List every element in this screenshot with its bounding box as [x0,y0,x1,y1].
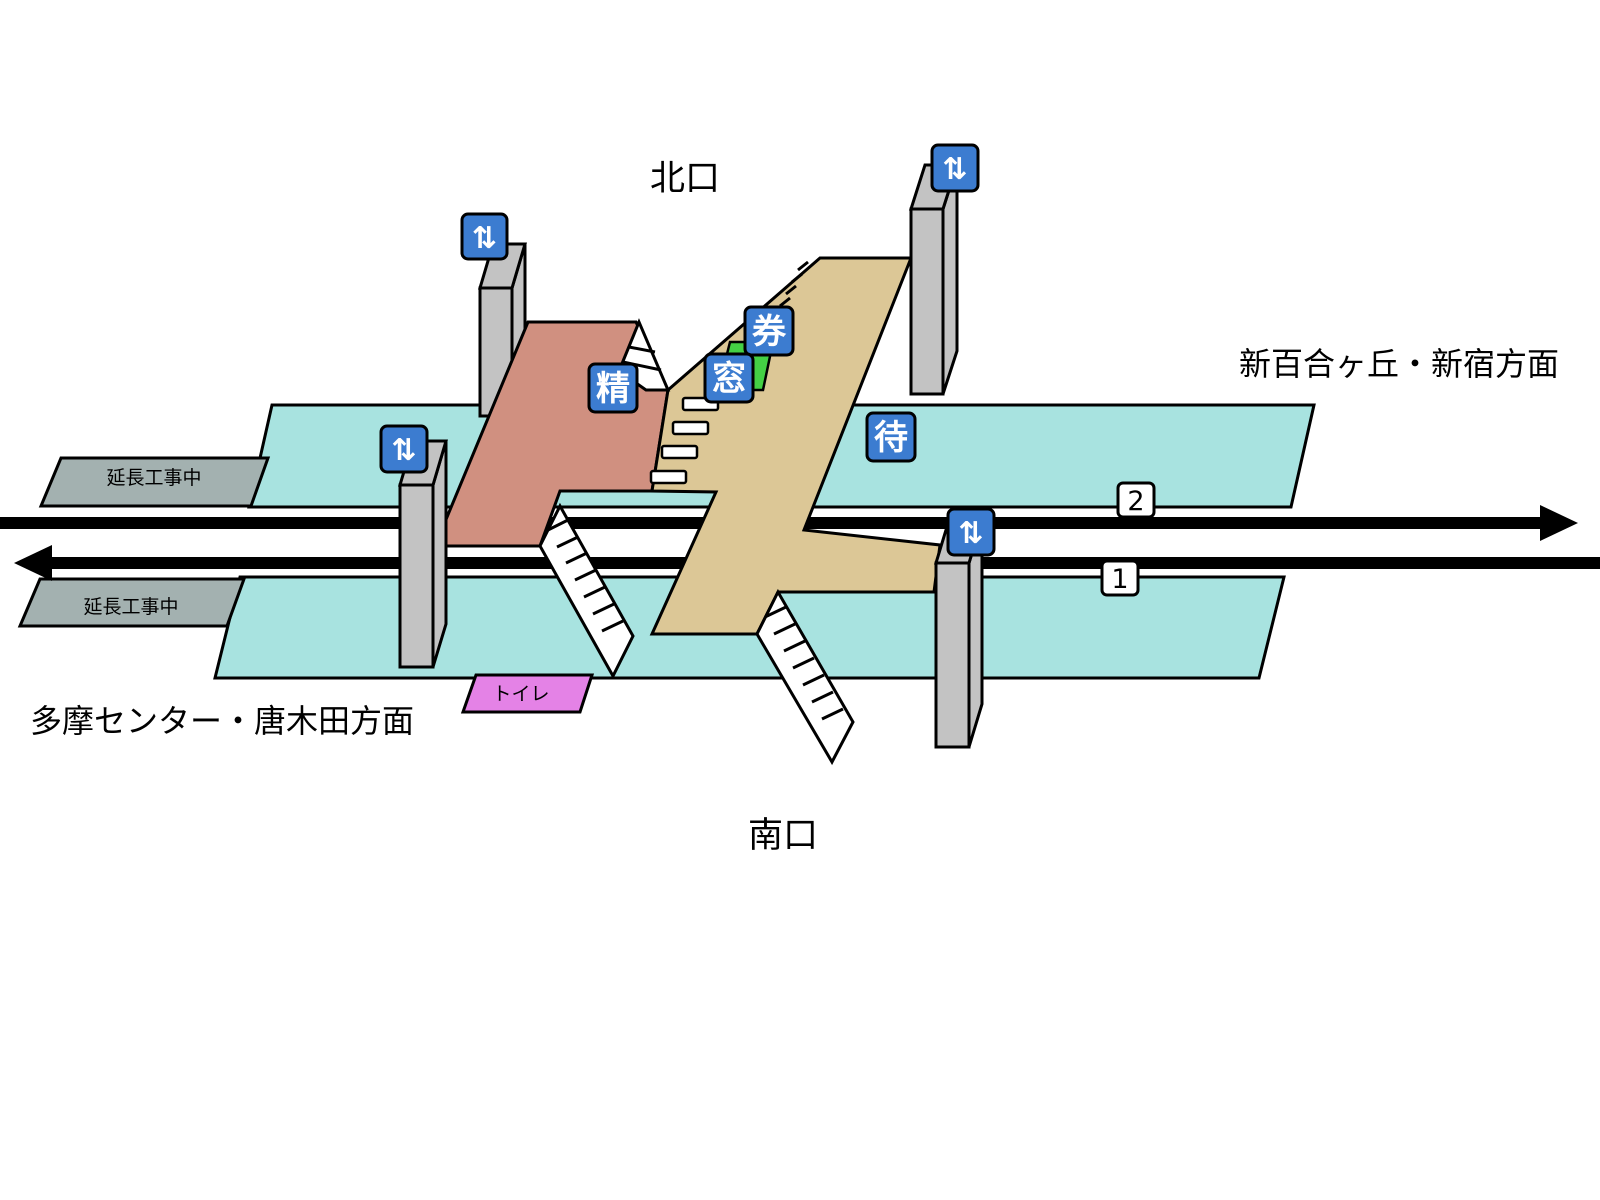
elevator-shaft-upper-right [908,163,960,396]
elevator-shaft-lower-left [397,439,449,669]
svg-text:⇅: ⇅ [958,516,983,551]
svg-text:⇅: ⇅ [472,221,497,256]
svg-text:待: 待 [874,418,908,458]
ticket-machine-icon: 券 [743,305,795,357]
svg-text:1: 1 [1111,564,1128,595]
svg-text:2: 2 [1127,486,1144,517]
direction-label-shinyurigaoka: 新百合ヶ丘・新宿方面 [1239,345,1559,383]
svg-text:窓: 窓 [712,359,746,399]
toilet: トイレ [460,673,595,714]
fare-adjustment-icon: 精 [587,362,639,414]
track-number-1: 1 [1100,559,1140,597]
waiting-room-icon: 待 [865,411,917,463]
north-exit-label: 北口 [650,159,720,199]
stairs-south-right [755,588,855,766]
extension-label-top: 延長工事中 [106,467,201,489]
stairs-south-left [538,502,635,680]
ticket-window-icon: 窓 [703,352,755,404]
svg-text:券: 券 [752,312,787,352]
svg-text:精: 精 [596,369,630,409]
ticket-gates [649,396,720,485]
elevator-icon-lower-right: ⇅ [946,507,996,557]
elevator-icon-lower-left: ⇅ [379,424,429,474]
elevator-icon-upper-left: ⇅ [460,212,509,261]
ticket-machine-stripes [779,260,809,308]
elevator-icon-upper-right: ⇅ [930,143,980,193]
extension-block-top: 延長工事中 [38,456,271,508]
extension-label-bottom: 延長工事中 [83,596,178,618]
svg-text:⇅: ⇅ [942,152,967,187]
south-exit-label: 南口 [748,816,818,856]
svg-text:⇅: ⇅ [391,433,416,468]
toilet-label: トイレ [492,683,549,705]
track-number-2: 2 [1116,481,1156,519]
direction-label-tama: 多摩センター・唐木田方面 [30,702,414,740]
extension-block-bottom: 延長工事中 [17,577,247,628]
